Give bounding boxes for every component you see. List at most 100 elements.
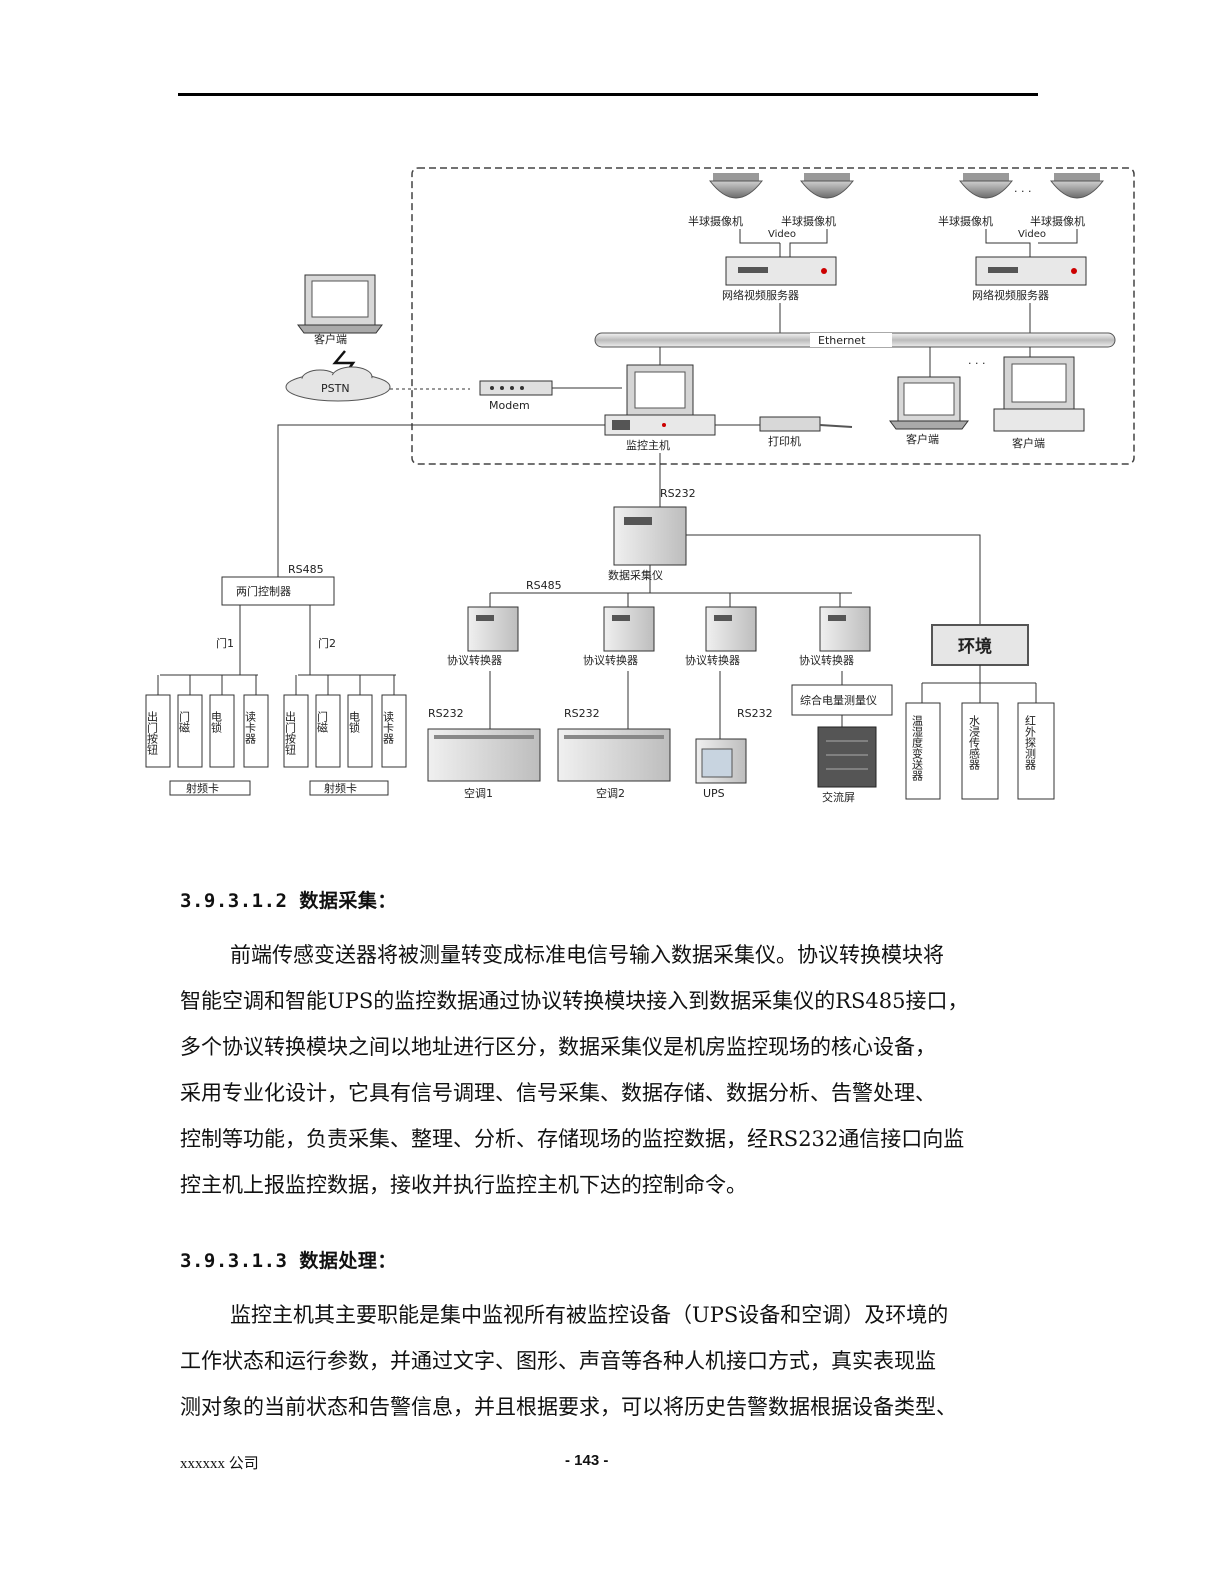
dome-camera-icon bbox=[1049, 173, 1105, 199]
section-paragraph: 前端传感变送器将被测量转变成标准电信号输入数据采集仪。协议转换模块将 智能空调和… bbox=[180, 932, 1038, 1208]
paragraph-line: 采用专业化设计，它具有信号调理、信号采集、数据存储、数据分析、告警处理、 bbox=[180, 1081, 936, 1105]
ac-panel-label: 交流屏 bbox=[822, 790, 855, 804]
ac1-label: 空调1 bbox=[464, 786, 493, 800]
paragraph-line: 监控主机其主要职能是集中监视所有被监控设备（UPS设备和空调）及环境的 bbox=[230, 1303, 949, 1327]
camera-group-right: · · · 半球摄像机 半球摄像机 Video 网络视频服务器 bbox=[938, 173, 1105, 333]
rf-card-label: 射频卡 bbox=[186, 781, 219, 795]
exit-button-label: 出门按钮 bbox=[284, 710, 297, 756]
section-heading: 3.9.3.1.3 数据处理： bbox=[180, 1250, 397, 1272]
infrared-label: 红外探测器 bbox=[1024, 715, 1037, 771]
paragraph-line: 控制等功能，负责采集、整理、分析、存储现场的监控数据，经RS232通信接口向监 bbox=[180, 1127, 965, 1151]
rf-card-label: 射频卡 bbox=[324, 781, 357, 795]
printer-icon bbox=[759, 416, 853, 432]
client-label: 客户端 bbox=[1012, 436, 1045, 450]
ethernet-bus: Ethernet bbox=[594, 332, 1116, 348]
camera-group-left: 半球摄像机 半球摄像机 Video 网络视频服务器 bbox=[688, 173, 855, 333]
door-controller-box bbox=[221, 576, 335, 606]
desktop-computer-icon bbox=[993, 356, 1085, 432]
environment-label: 环境 bbox=[958, 636, 992, 657]
water-sensor-box bbox=[961, 702, 999, 800]
ellipsis-label: · · · bbox=[1014, 185, 1031, 198]
video-label: Video bbox=[1018, 229, 1046, 240]
door-magnet-label: 门磁 bbox=[316, 710, 329, 733]
environment-box bbox=[931, 624, 1029, 666]
exit-button-label: 出门按钮 bbox=[146, 710, 159, 756]
door-controller-label: 两门控制器 bbox=[236, 584, 291, 598]
protocol-converter-icon bbox=[705, 606, 757, 652]
lan-boundary bbox=[411, 167, 1135, 465]
paragraph-line: 多个协议转换模块之间以地址进行区分，数据采集仪是机房监控现场的核心设备， bbox=[180, 1035, 936, 1059]
monitor-host-icon bbox=[604, 347, 716, 436]
data-collector-icon bbox=[613, 506, 687, 566]
door1-devices: 出门按钮 门磁 电锁 读卡器 射频卡 bbox=[145, 675, 269, 796]
modem-icon bbox=[479, 380, 553, 396]
temp-humidity-label: 温湿度变送器 bbox=[911, 715, 924, 782]
rs232-label: RS232 bbox=[660, 487, 696, 500]
door2-label: 门2 bbox=[318, 636, 336, 650]
air-conditioner-icon bbox=[557, 728, 671, 782]
dome-camera-icon bbox=[799, 173, 855, 199]
monitor-host-label: 监控主机 bbox=[626, 438, 670, 452]
ac-panel-icon bbox=[817, 726, 877, 788]
client-label: 客户端 bbox=[314, 332, 347, 346]
ups-label: UPS bbox=[703, 787, 725, 800]
client-label: 客户端 bbox=[906, 432, 939, 446]
protocol-converter-label: 协议转换器 bbox=[447, 653, 502, 667]
section-heading: 3.9.3.1.2 数据采集： bbox=[180, 890, 397, 912]
camera-label: 半球摄像机 bbox=[1030, 214, 1085, 228]
pstn-cloud-icon bbox=[285, 366, 391, 402]
protocol-converter-label: 协议转换器 bbox=[685, 653, 740, 667]
infrared-box bbox=[1017, 702, 1055, 800]
rs232-label: RS232 bbox=[428, 707, 464, 720]
camera-label: 半球摄像机 bbox=[781, 214, 836, 228]
printer-label: 打印机 bbox=[768, 434, 801, 448]
nvs-label: 网络视频服务器 bbox=[722, 288, 799, 302]
rs232-label: RS232 bbox=[737, 707, 773, 720]
protocol-converter-icon bbox=[819, 606, 871, 652]
ac2-label: 空调2 bbox=[596, 786, 625, 800]
network-video-server-icon bbox=[975, 256, 1087, 286]
video-label: Video bbox=[768, 229, 796, 240]
footer-page-number: - 143 - bbox=[565, 1452, 609, 1469]
paragraph-line: 测对象的当前状态和告警信息，并且根据要求，可以将历史告警数据根据设备类型、 bbox=[180, 1395, 957, 1419]
power-meter-label: 综合电量测量仪 bbox=[800, 693, 877, 707]
water-sensor-label: 水浸传感器 bbox=[968, 715, 981, 771]
air-conditioner-icon bbox=[427, 728, 541, 782]
card-reader-label: 读卡器 bbox=[244, 710, 257, 745]
electric-lock-label: 电锁 bbox=[348, 711, 361, 734]
door-magnet-label: 门磁 bbox=[178, 710, 191, 733]
protocol-converter-icon bbox=[603, 606, 655, 652]
rs232-label: RS232 bbox=[564, 707, 600, 720]
header-rule bbox=[178, 93, 1038, 96]
laptop-icon bbox=[889, 376, 969, 430]
rs485-label: RS485 bbox=[526, 579, 562, 592]
footer-company: xxxxxx 公司 bbox=[180, 1456, 259, 1472]
network-video-server-icon bbox=[725, 256, 837, 286]
ups-icon bbox=[695, 738, 747, 784]
protocol-converter-label: 协议转换器 bbox=[583, 653, 638, 667]
rs485-label: RS485 bbox=[288, 563, 324, 576]
section-paragraph: 监控主机其主要职能是集中监视所有被监控设备（UPS设备和空调）及环境的 工作状态… bbox=[180, 1292, 1038, 1430]
paragraph-line: 智能空调和智能UPS的监控数据通过协议转换模块接入到数据采集仪的RS485接口， bbox=[180, 989, 969, 1013]
paragraph-line: 工作状态和运行参数，并通过文字、图形、声音等各种人机接口方式，真实表现监 bbox=[180, 1349, 936, 1373]
ethernet-label: Ethernet bbox=[818, 334, 866, 347]
protocol-converters: 协议转换器 协议转换器 协议转换器 协议转换器 bbox=[447, 593, 871, 667]
temp-humidity-box bbox=[905, 702, 941, 800]
door1-label: 门1 bbox=[216, 636, 234, 650]
camera-label: 半球摄像机 bbox=[688, 214, 743, 228]
pstn-label: PSTN bbox=[321, 382, 350, 395]
protocol-converter-label: 协议转换器 bbox=[799, 653, 854, 667]
ellipsis-label: · · · bbox=[968, 357, 985, 370]
paragraph-line: 控主机上报监控数据，接收并执行监控主机下达的控制命令。 bbox=[180, 1173, 747, 1197]
nvs-label: 网络视频服务器 bbox=[972, 288, 1049, 302]
paragraph-line: 前端传感变送器将被测量转变成标准电信号输入数据采集仪。协议转换模块将 bbox=[230, 943, 944, 967]
protocol-converter-icon bbox=[467, 606, 519, 652]
door2-devices: 出门按钮 门磁 电锁 读卡器 射频卡 bbox=[283, 675, 407, 796]
card-reader-label: 读卡器 bbox=[382, 710, 395, 745]
electric-lock-label: 电锁 bbox=[210, 711, 223, 734]
dome-camera-icon bbox=[708, 173, 764, 199]
dome-camera-icon bbox=[958, 173, 1014, 199]
laptop-icon bbox=[297, 274, 383, 334]
monitoring-system-diagram: 半球摄像机 半球摄像机 Video 网络视频服务器 · · · 半球摄像机 半球… bbox=[140, 155, 1140, 815]
modem-label: Modem bbox=[489, 399, 530, 412]
